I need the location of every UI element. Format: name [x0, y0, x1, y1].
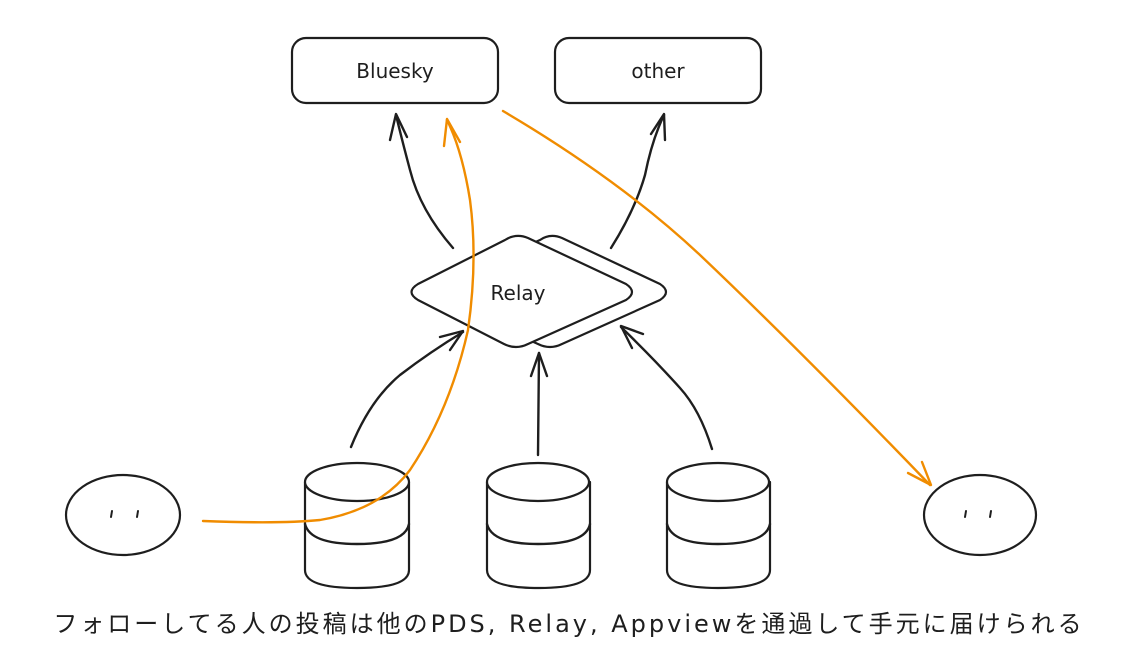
- bluesky-label: Bluesky: [356, 59, 434, 83]
- relay-front-diamond: [410, 234, 634, 349]
- edge-post-flow-up: [201, 117, 475, 524]
- arrowhead-icon: [388, 112, 409, 142]
- eye-icon: [964, 510, 967, 518]
- cylinder-divider: [303, 522, 411, 546]
- cylinder-top: [303, 461, 411, 503]
- arrowhead-icon: [619, 324, 645, 350]
- other-node[interactable]: other: [553, 36, 763, 105]
- edge-line: [609, 113, 666, 250]
- eye-icon: [989, 510, 992, 518]
- cylinder-top: [485, 461, 591, 503]
- cylinder-top: [665, 461, 771, 503]
- orange-arrowhead-icon: [906, 460, 933, 487]
- bluesky-box: [290, 36, 500, 105]
- face-outline: [922, 473, 1038, 557]
- relay-node[interactable]: Relay: [410, 234, 668, 349]
- edge-line: [349, 330, 465, 449]
- edge-pds3-to-relay: [619, 324, 714, 451]
- pds-cylinder-2[interactable]: [485, 461, 592, 590]
- pds-cylinder-3[interactable]: [665, 461, 772, 590]
- edge-line: [619, 325, 714, 451]
- edge-relay-to-other: [609, 112, 667, 250]
- user-left-face[interactable]: [64, 473, 182, 557]
- orange-flow-line: [501, 109, 932, 487]
- edge-line: [394, 113, 455, 250]
- edge-pds2-to-relay: [529, 351, 549, 457]
- cylinder-body: [665, 480, 772, 590]
- arrowhead-icon: [438, 329, 465, 352]
- edge-relay-to-bluesky: [388, 112, 455, 250]
- edge-line: [536, 351, 541, 457]
- eye-icon: [136, 510, 139, 518]
- other-box: [553, 36, 763, 105]
- diagram-caption: フォローしてる人の投稿は他のPDS, Relay, Appviewを通過して手元…: [53, 610, 1085, 638]
- orange-flow-line: [201, 118, 475, 524]
- cylinder-divider: [665, 522, 772, 546]
- edge-delivery-flow: [501, 109, 933, 487]
- pds-cylinder-1[interactable]: [303, 461, 411, 590]
- eye-icon: [110, 510, 113, 518]
- cylinder-body: [485, 480, 592, 590]
- arrowhead-icon: [529, 351, 549, 378]
- orange-arrowhead-icon: [442, 117, 462, 148]
- other-label: other: [631, 59, 685, 83]
- relay-label: Relay: [491, 281, 546, 305]
- cylinder-divider: [485, 522, 592, 546]
- bluesky-node[interactable]: Bluesky: [290, 36, 500, 105]
- cylinder-body: [303, 480, 411, 590]
- user-right-face[interactable]: [922, 473, 1038, 557]
- face-outline: [64, 473, 182, 557]
- edge-pds1-to-relay: [349, 329, 465, 449]
- arrowhead-icon: [649, 112, 667, 142]
